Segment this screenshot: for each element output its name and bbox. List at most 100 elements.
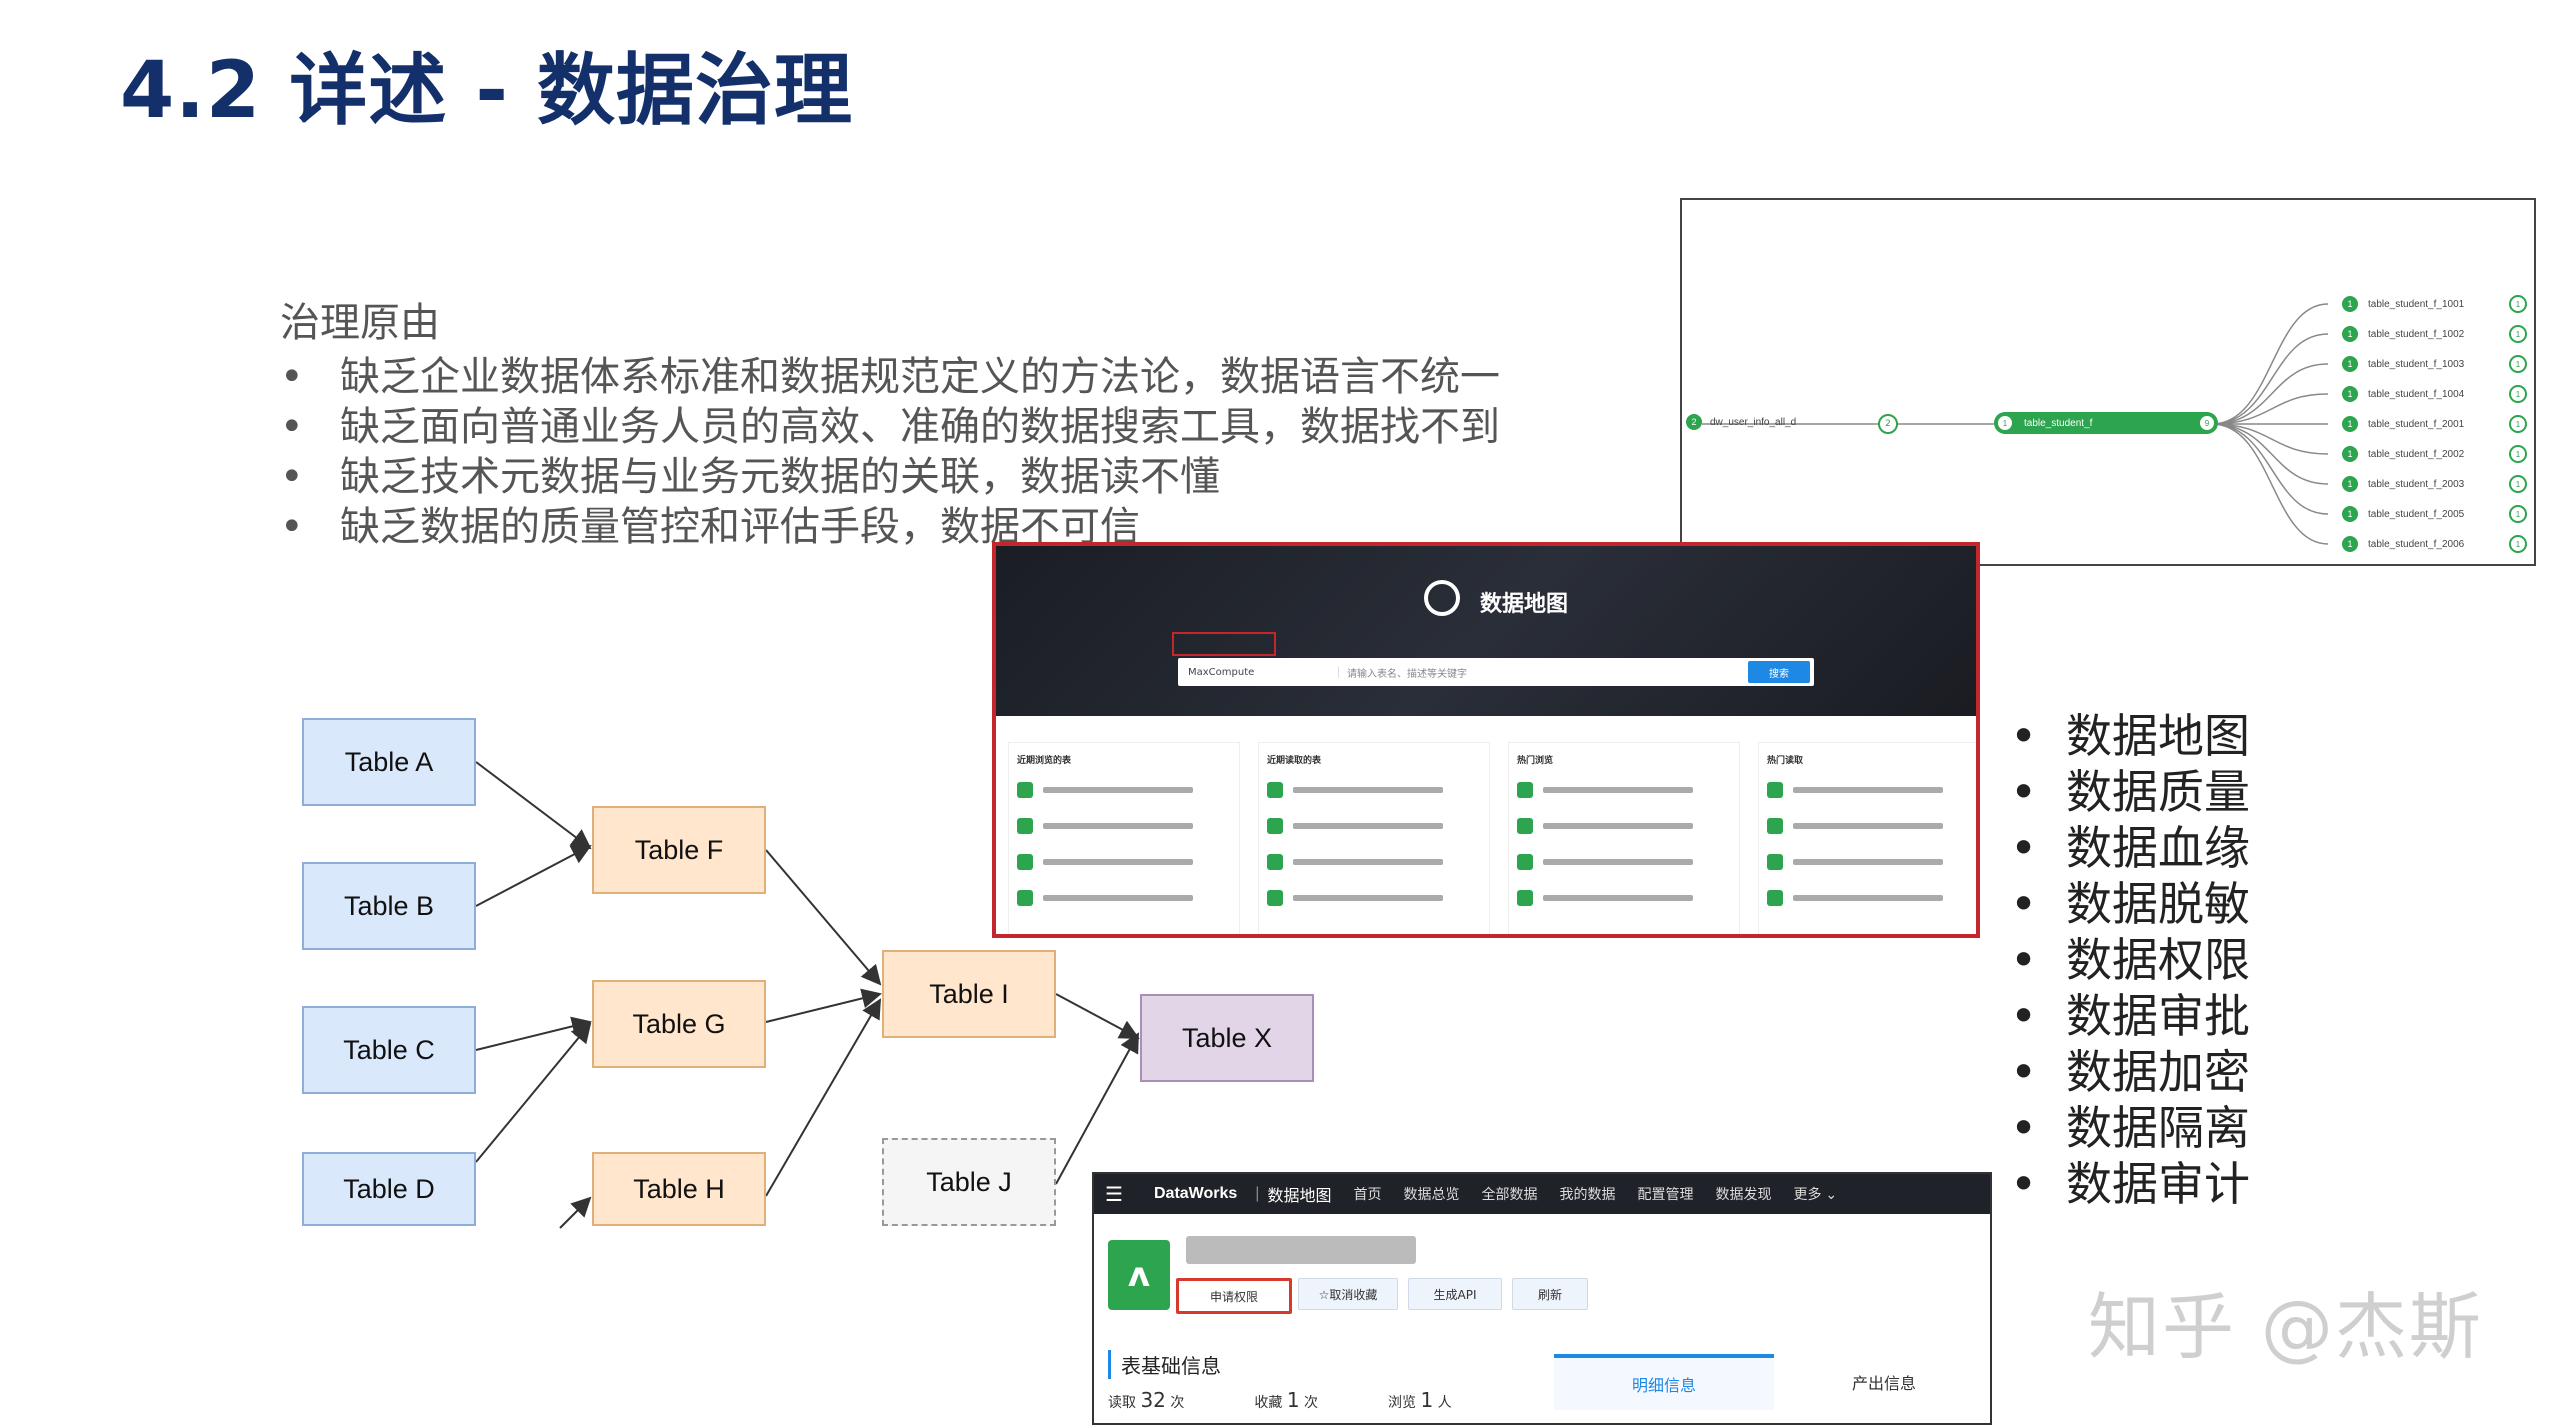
datamap-row[interactable] bbox=[1759, 844, 1976, 880]
leaf-label: table_student_f_2006 bbox=[2368, 538, 2465, 550]
source-badge: 2 bbox=[1686, 414, 1702, 430]
datamap-row[interactable] bbox=[1259, 844, 1489, 880]
dataworks-brand[interactable]: DataWorks bbox=[1154, 1185, 1238, 1202]
leaf-badge: 1 bbox=[2342, 506, 2358, 522]
capability-item: 数据脱敏 bbox=[2010, 876, 2250, 932]
tab-output-info[interactable]: 产出信息 bbox=[1851, 1374, 1916, 1393]
leaf-label: table_student_f_1003 bbox=[2368, 358, 2465, 370]
leaf-expand-badge[interactable]: 1 bbox=[2509, 415, 2527, 433]
nav-more[interactable]: 更多 ⌄ bbox=[1793, 1186, 1838, 1202]
capability-item: 数据血缘 bbox=[2010, 820, 2250, 876]
capability-list: 数据地图 数据质量 数据血缘 数据脱敏 数据权限 数据审批 数据加密 数据隔离 … bbox=[2010, 708, 2250, 1212]
datamap-row[interactable] bbox=[1009, 772, 1239, 808]
leaf-badge: 1 bbox=[2342, 416, 2358, 432]
datamap-row[interactable] bbox=[1759, 880, 1976, 916]
datamap-source-select[interactable]: MaxCompute bbox=[1178, 666, 1339, 678]
unfavorite-button[interactable]: ☆取消收藏 bbox=[1298, 1278, 1398, 1310]
leaf-expand-badge[interactable]: 1 bbox=[2509, 475, 2527, 493]
arrow-b-f bbox=[475, 845, 592, 907]
lineage-source-node[interactable]: 2 dw_user_info_all_d bbox=[1686, 414, 1796, 430]
nav-item[interactable]: 数据发现 bbox=[1715, 1186, 1772, 1202]
datamap-row[interactable] bbox=[1259, 880, 1489, 916]
stat-favorites: 收藏 1 次 bbox=[1254, 1388, 1318, 1412]
datamap-column: 近期浏览的表 bbox=[1008, 742, 1240, 934]
arrow-a-f bbox=[475, 761, 592, 850]
datamap-logo-icon bbox=[1424, 580, 1460, 616]
datamap-row[interactable] bbox=[1509, 880, 1739, 916]
nav-item[interactable]: 全部数据 bbox=[1481, 1186, 1538, 1202]
middle-badge: 2 bbox=[1878, 414, 1898, 434]
datamap-search-input[interactable]: 请输入表名、描述等关键字 bbox=[1347, 668, 1467, 680]
lineage-screenshot-edges bbox=[1702, 303, 2329, 545]
leaf-expand-badge[interactable]: 1 bbox=[2509, 385, 2527, 403]
lineage-leaf[interactable]: 1 table_student_f_2001 1 bbox=[2342, 414, 2527, 434]
table-type-icon: ᴧ bbox=[1108, 1240, 1170, 1310]
watermark: 知乎 @杰斯 bbox=[2088, 1285, 2483, 1369]
detail-tabs: 明细信息 产出信息 bbox=[1554, 1354, 1990, 1410]
leaf-expand-badge[interactable]: 1 bbox=[2509, 505, 2527, 523]
capability-item: 数据质量 bbox=[2010, 764, 2250, 820]
capability-item: 数据审计 bbox=[2010, 1156, 2250, 1212]
leaf-expand-badge[interactable]: 1 bbox=[2509, 355, 2527, 373]
stat-views: 浏览 1 人 bbox=[1388, 1388, 1452, 1412]
datamap-row[interactable] bbox=[1759, 808, 1976, 844]
leaf-expand-badge[interactable]: 1 bbox=[2509, 535, 2527, 553]
generate-api-button[interactable]: 生成API bbox=[1408, 1278, 1502, 1310]
datamap-column-header: 热门浏览 bbox=[1517, 756, 1554, 766]
datamap-row[interactable] bbox=[1509, 844, 1739, 880]
datamap-column-header: 近期读取的表 bbox=[1267, 756, 1322, 766]
refresh-button[interactable]: 刷新 bbox=[1512, 1278, 1588, 1310]
arrow-f-i bbox=[765, 849, 882, 986]
table-i-node: Table I bbox=[882, 950, 1056, 1038]
leaf-expand-badge[interactable]: 1 bbox=[2509, 445, 2527, 463]
nav-item[interactable]: 配置管理 bbox=[1637, 1186, 1694, 1202]
datamap-row[interactable] bbox=[1759, 772, 1976, 808]
nav-module[interactable]: 数据地图 bbox=[1267, 1188, 1332, 1205]
datamap-screenshot: 数据地图 MaxCompute 请输入表名、描述等关键字 搜索 近期浏览的表 近… bbox=[992, 542, 1980, 938]
nav-item[interactable]: 数据总览 bbox=[1403, 1186, 1460, 1202]
reason-item: 缺乏技术元数据与业务元数据的关联，数据读不懂 bbox=[280, 452, 1580, 502]
datamap-title: 数据地图 bbox=[1480, 592, 1569, 617]
datamap-banner bbox=[996, 546, 1976, 716]
datamap-row[interactable] bbox=[1009, 880, 1239, 916]
datamap-search-tabs[interactable] bbox=[1172, 632, 1276, 656]
lineage-center-node[interactable]: 1 table_student_f 9 bbox=[1994, 412, 2218, 434]
capability-item: 数据加密 bbox=[2010, 1044, 2250, 1100]
nav-item[interactable]: 首页 bbox=[1353, 1186, 1382, 1202]
capability-item: 数据权限 bbox=[2010, 932, 2250, 988]
reasons-heading: 治理原由 bbox=[280, 300, 440, 346]
table-g-node: Table G bbox=[592, 980, 766, 1068]
leaf-expand-badge[interactable]: 1 bbox=[2509, 295, 2527, 313]
table-f-node: Table F bbox=[592, 806, 766, 894]
datamap-row[interactable] bbox=[1009, 808, 1239, 844]
arrow-h-i bbox=[765, 998, 882, 1197]
datamap-row[interactable] bbox=[1259, 808, 1489, 844]
stat-reads: 读取 32 次 bbox=[1108, 1388, 1185, 1412]
datamap-row[interactable] bbox=[1509, 808, 1739, 844]
apply-permission-button[interactable]: 申请权限 bbox=[1176, 1278, 1292, 1314]
reason-item: 缺乏面向普通业务人员的高效、准确的数据搜索工具，数据找不到 bbox=[280, 402, 1580, 452]
datamap-search-bar[interactable]: MaxCompute 请输入表名、描述等关键字 搜索 bbox=[1178, 658, 1814, 686]
tab-detail-info[interactable]: 明细信息 bbox=[1554, 1354, 1774, 1410]
datamap-row[interactable] bbox=[1009, 844, 1239, 880]
datamap-row[interactable] bbox=[1259, 772, 1489, 808]
leaf-badge: 1 bbox=[2342, 326, 2358, 342]
leaf-expand-badge[interactable]: 1 bbox=[2509, 325, 2527, 343]
datamap-row[interactable] bbox=[1509, 772, 1739, 808]
leaf-label: table_student_f_2001 bbox=[2368, 418, 2465, 430]
datamap-column: 热门读取 bbox=[1758, 742, 1976, 934]
datamap-search-button[interactable]: 搜索 bbox=[1748, 661, 1810, 683]
nav-item[interactable]: 我的数据 bbox=[1559, 1186, 1616, 1202]
lineage-screenshot: 2 dw_user_info_all_d 2 1 table_student_f… bbox=[1680, 198, 2536, 566]
leaf-label: table_student_f_2003 bbox=[2368, 478, 2465, 490]
menu-icon[interactable]: ☰ bbox=[1105, 1183, 1123, 1206]
